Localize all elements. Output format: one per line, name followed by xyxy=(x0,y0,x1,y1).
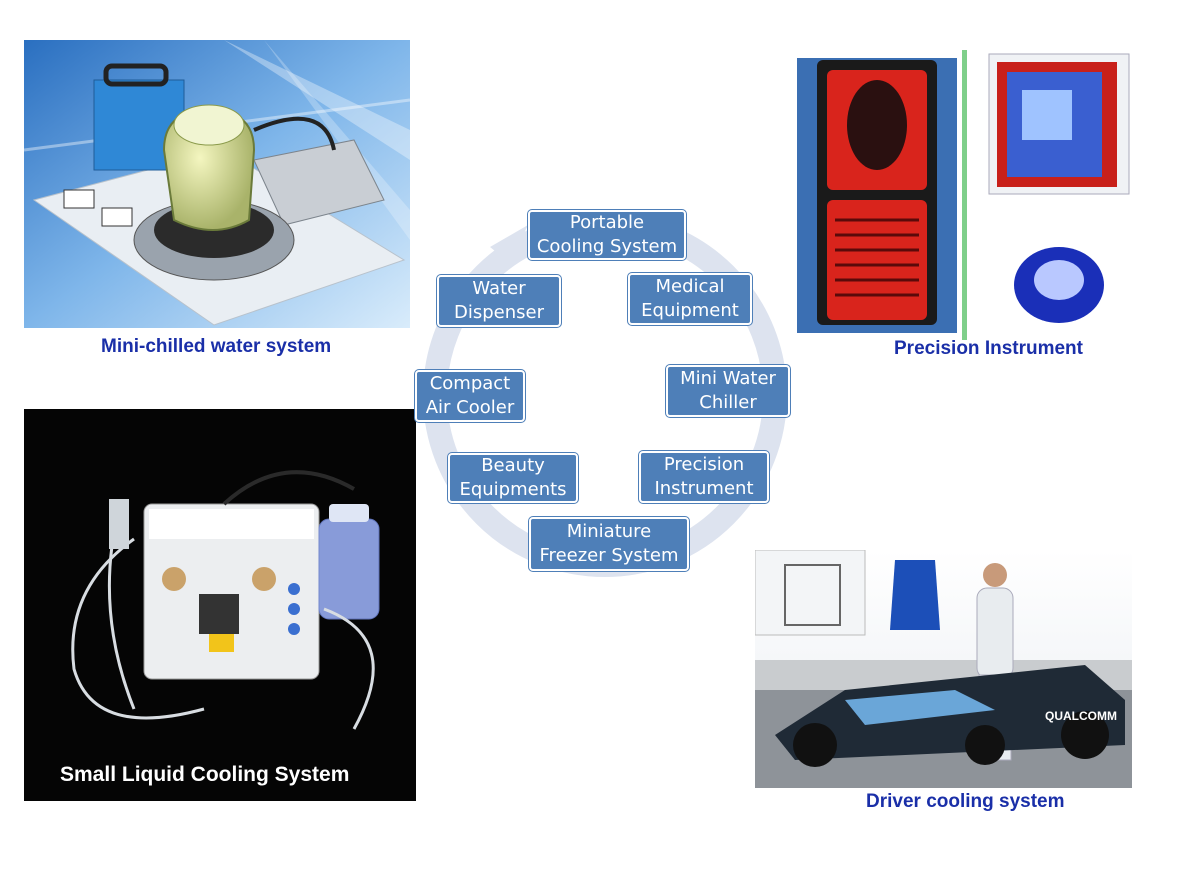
mini-chilled-water-photo xyxy=(24,40,410,328)
driver-cooling-caption: Driver cooling system xyxy=(866,791,1065,812)
cycle-arrow-icon xyxy=(490,225,528,263)
small-liquid-cooling-photo: Small Liquid Cooling System xyxy=(24,409,416,801)
driver-cooling-photo: QUALCOMM xyxy=(755,550,1132,788)
mini-chilled-water-caption: Mini-chilled water system xyxy=(101,336,332,357)
small-liquid-cooling-caption: Small Liquid Cooling System xyxy=(60,763,350,786)
precision-instrument-photo xyxy=(797,50,1132,340)
car-sponsor-label: QUALCOMM xyxy=(1045,709,1117,723)
precision-instrument-caption: Precision Instrument xyxy=(894,338,1083,359)
